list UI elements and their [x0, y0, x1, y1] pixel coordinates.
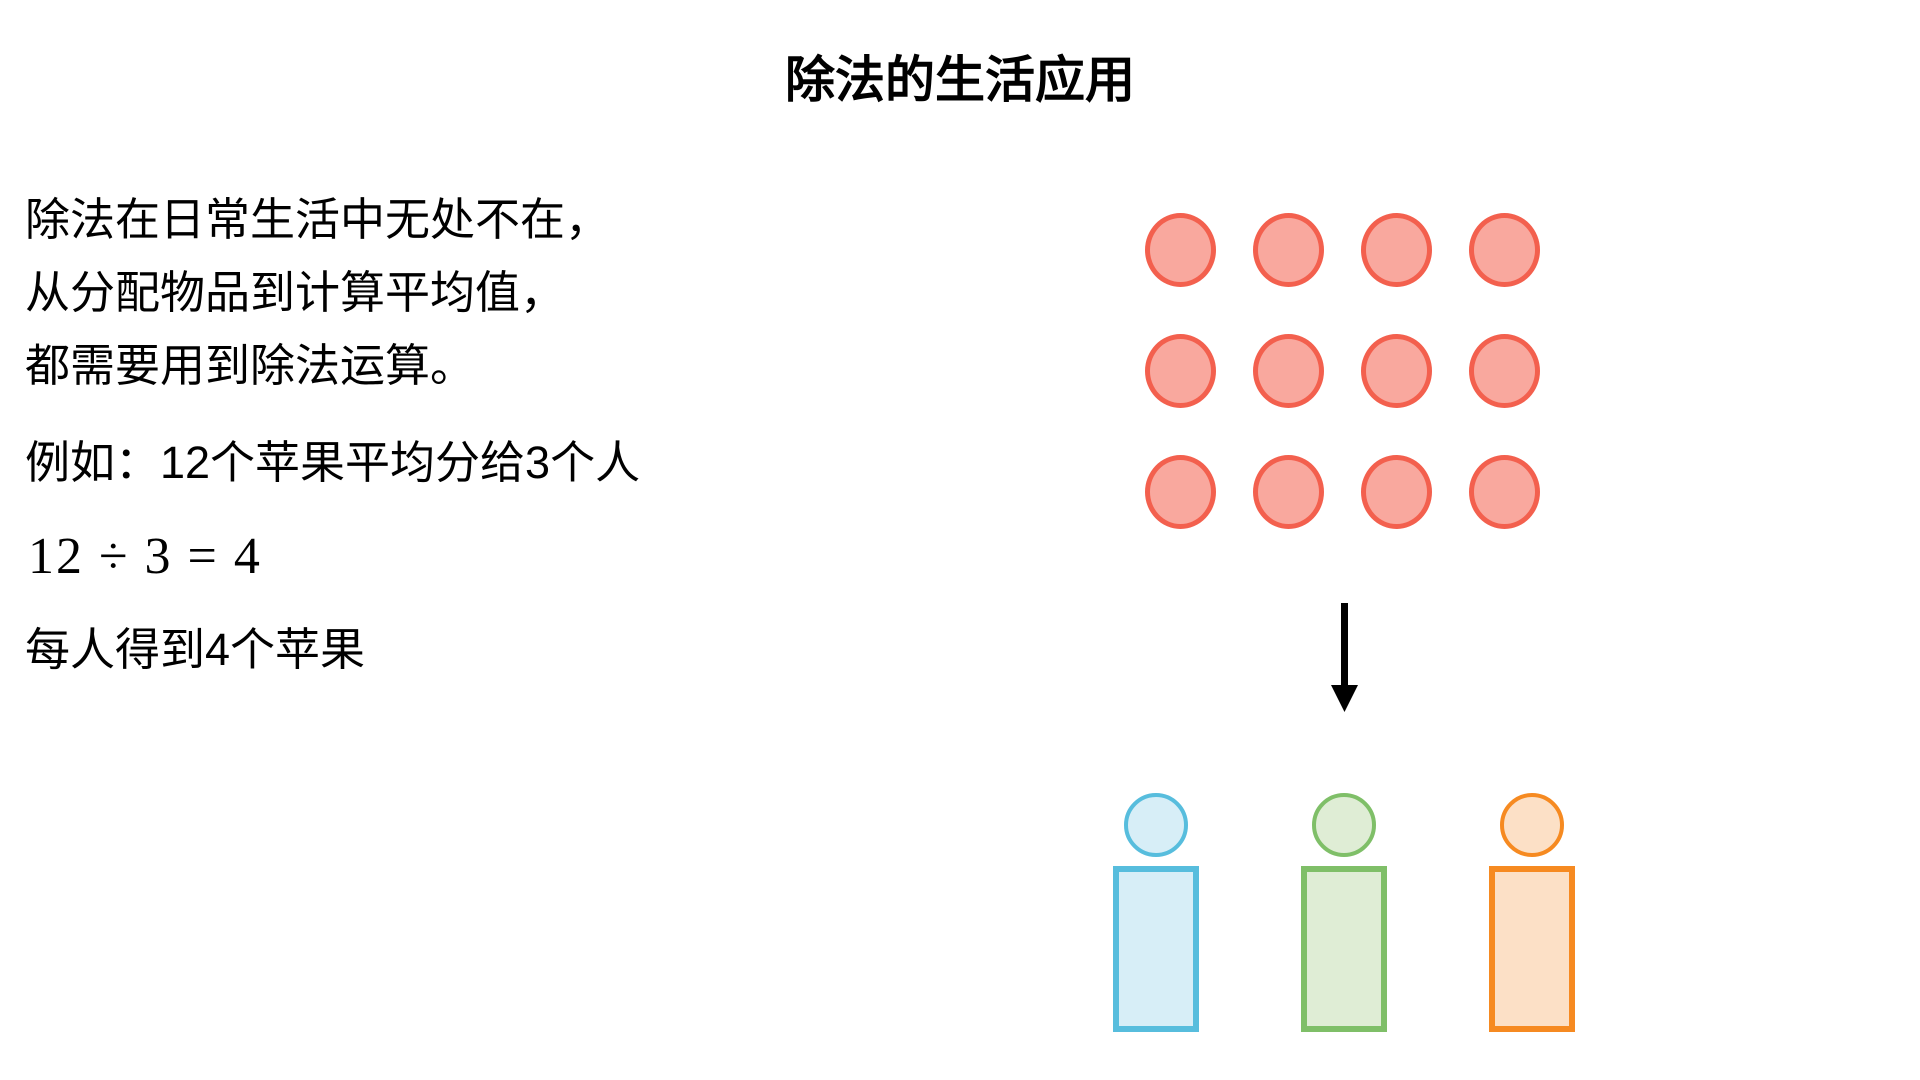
apple-circle	[1361, 334, 1432, 408]
apples-grid	[1145, 213, 1540, 529]
apple-circle	[1469, 334, 1540, 408]
intro-line-1: 除法在日常生活中无处不在，	[25, 194, 611, 245]
division-formula: 12 ÷ 3 = 4	[28, 528, 262, 585]
intro-line-2: 从分配物品到计算平均值，	[25, 267, 566, 318]
person-body	[1113, 866, 1199, 1032]
example-prompt: 例如：12个苹果平均分给3个人	[25, 437, 641, 488]
apple-circle	[1361, 455, 1432, 529]
person-orange	[1489, 793, 1575, 1032]
down-arrow-head	[1331, 685, 1358, 712]
page-title: 除法的生活应用	[785, 52, 1135, 108]
intro-line-3: 都需要用到除法运算。	[25, 340, 476, 391]
person-body	[1489, 866, 1575, 1032]
person-head	[1312, 793, 1376, 857]
apple-circle	[1145, 455, 1216, 529]
apple-circle	[1145, 213, 1216, 287]
apple-circle	[1253, 455, 1324, 529]
apple-circle	[1469, 455, 1540, 529]
apple-circle	[1361, 213, 1432, 287]
person-head	[1124, 793, 1188, 857]
people-row	[1113, 793, 1575, 1032]
person-blue	[1113, 793, 1199, 1032]
down-arrow-icon	[1320, 595, 1370, 720]
apple-circle	[1253, 213, 1324, 287]
person-green	[1301, 793, 1387, 1032]
intro-paragraph: 除法在日常生活中无处不在， 从分配物品到计算平均值， 都需要用到除法运算。	[25, 183, 610, 402]
person-body	[1301, 866, 1387, 1032]
apple-circle	[1145, 334, 1216, 408]
apple-circle	[1253, 334, 1324, 408]
example-result: 每人得到4个苹果	[25, 624, 366, 675]
apple-circle	[1469, 213, 1540, 287]
person-head	[1500, 793, 1564, 857]
